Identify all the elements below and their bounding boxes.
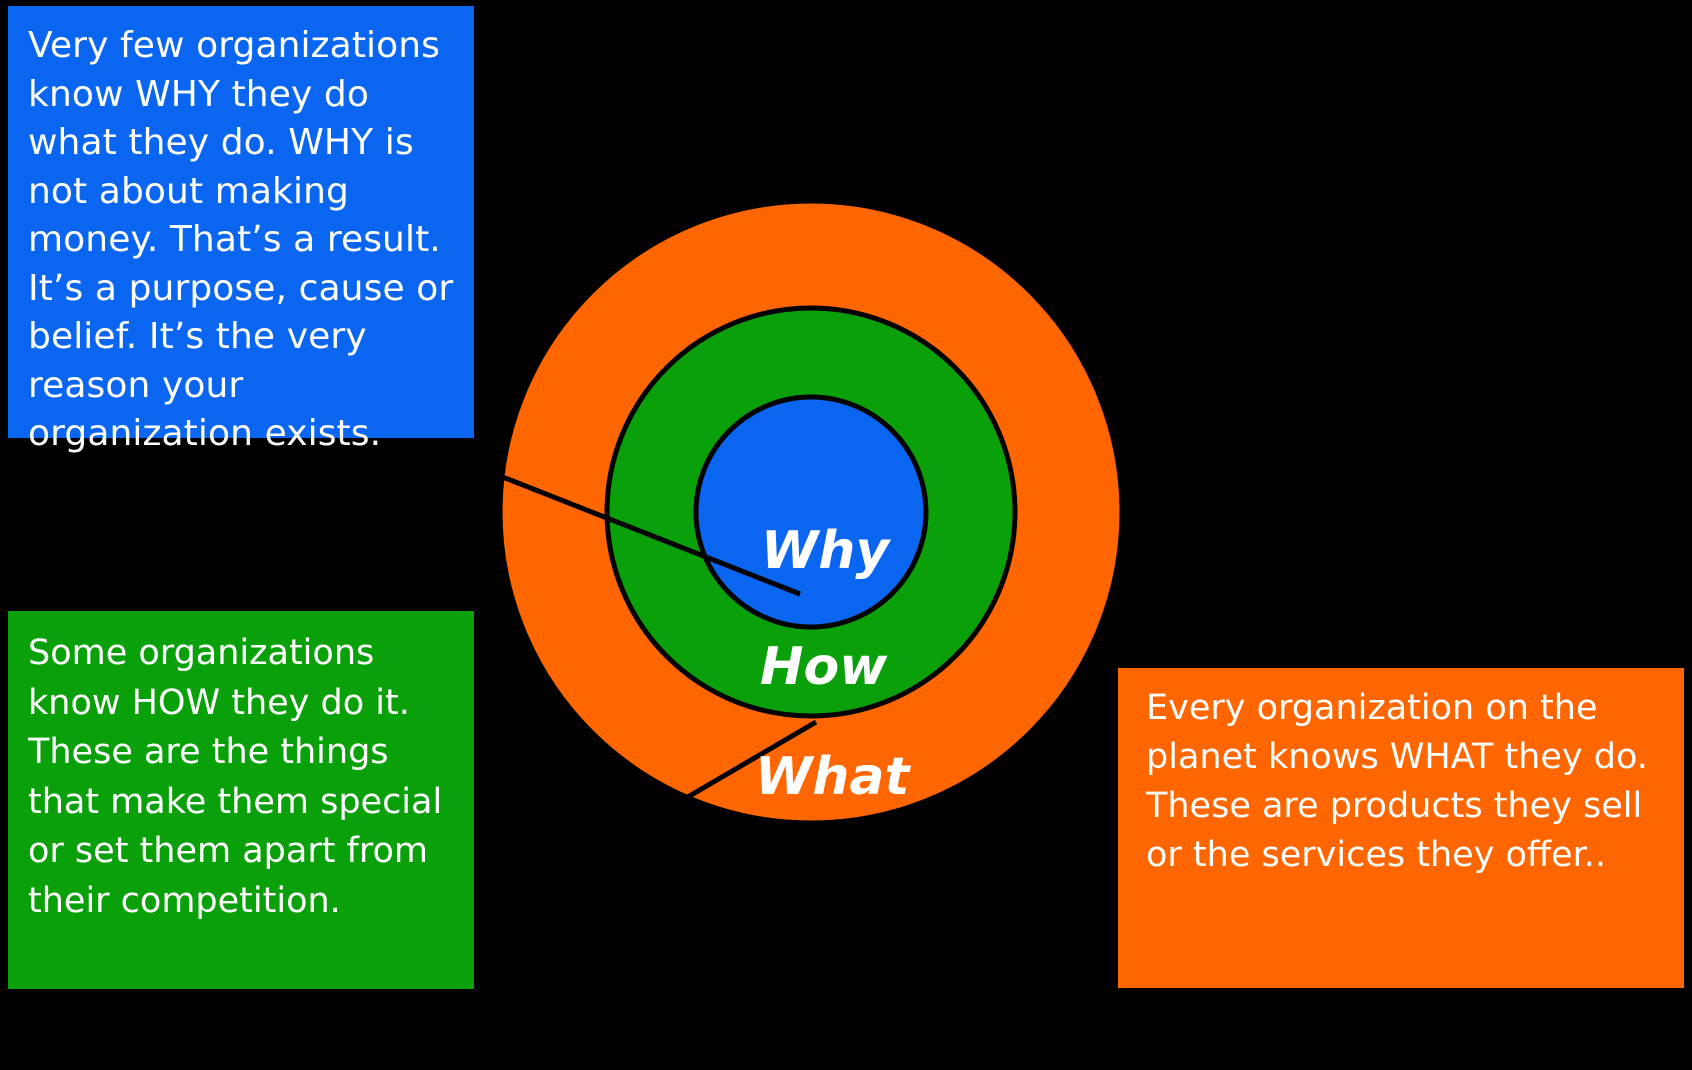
ring-label-how: How	[760, 637, 888, 697]
ring-why-circle[interactable]	[693, 394, 929, 630]
ring-label-why: Why	[761, 521, 890, 581]
how-connector-line	[626, 719, 818, 835]
what-connector-line	[904, 842, 998, 875]
why-connector-line	[494, 471, 801, 597]
what-callout-box: Every organization on the planet knows W…	[1118, 668, 1684, 988]
ring-label-what: What	[755, 747, 910, 807]
how-callout-box: Some organizations know HOW they do it. …	[8, 611, 474, 989]
why-callout-box: Very few organizations know WHY they do …	[8, 6, 474, 454]
